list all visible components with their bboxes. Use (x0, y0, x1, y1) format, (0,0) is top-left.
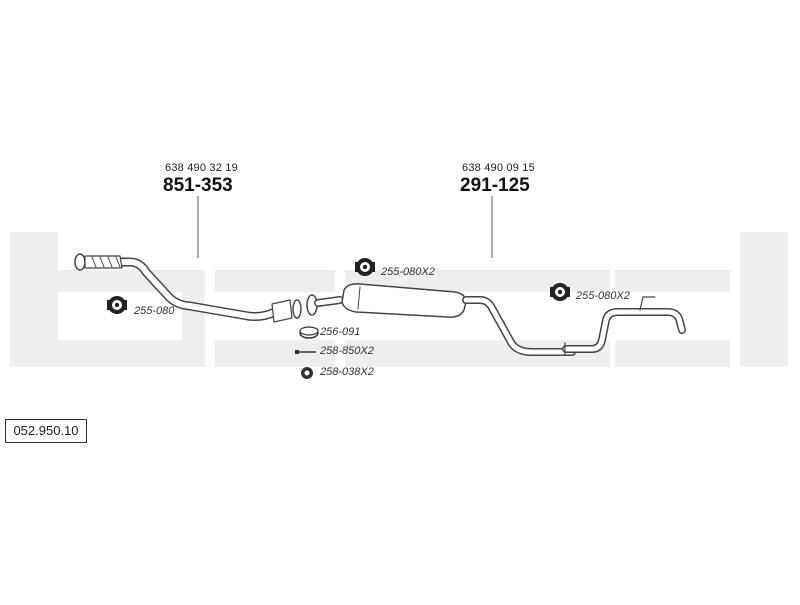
part-number-front: 851-353 (163, 175, 233, 196)
clamp-icon-rear (550, 283, 570, 301)
part-number-rear: 291-125 (460, 175, 530, 196)
label-nut: 258-038X2 (320, 366, 374, 378)
label-rear-clamp: 255-080X2 (576, 290, 630, 302)
gasket-icon (299, 326, 319, 339)
label-front-clamp: 255-080 (134, 305, 175, 317)
clamp-icon-mid (355, 258, 375, 276)
clamp-icon-front (107, 296, 127, 314)
label-bolt: 258-850X2 (320, 345, 374, 357)
bolt-icon (295, 350, 316, 354)
watermark-logo (10, 232, 788, 367)
reference-number-box: 052.950.10 (5, 419, 87, 443)
label-mid-clamp: 255-080X2 (381, 266, 435, 278)
label-gasket: 256-091 (320, 326, 361, 338)
front-pipe (74, 253, 302, 323)
rear-pipe (562, 296, 686, 356)
oem-number-rear: 638 490 09 15 (462, 162, 535, 174)
oem-number-front: 638 490 32 19 (165, 162, 238, 174)
nut-icon (301, 367, 313, 379)
center-muffler (306, 283, 576, 356)
